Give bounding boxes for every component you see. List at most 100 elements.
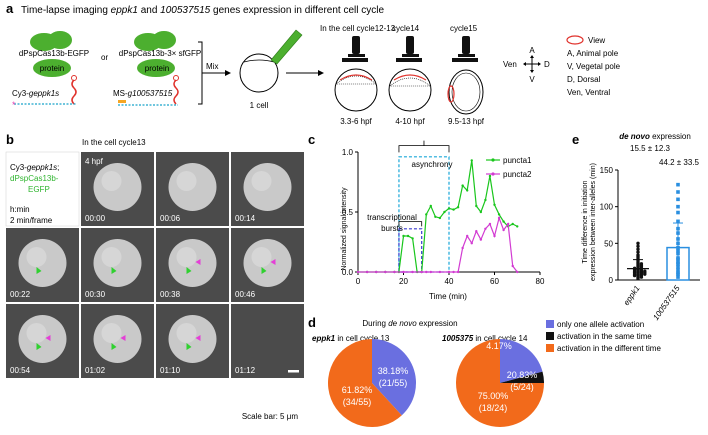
dot-eppk1 — [636, 244, 640, 248]
frame-timestamp: 00:54 — [10, 366, 31, 375]
panel-c-letter: c — [308, 132, 315, 147]
point-puncta2 — [516, 270, 519, 274]
probe1-label: Cy3-geppk1s — [12, 89, 59, 98]
dot-eppk1 — [632, 266, 637, 270]
unit-label: h:min — [10, 205, 30, 214]
micrograph-frame: 00:06 — [156, 152, 229, 226]
micrograph-frame: 01:10 — [156, 304, 229, 378]
legend-swatch-diff — [546, 344, 554, 352]
micrograph-frame: 01:02 — [81, 304, 154, 378]
probe1-star-icon: * — [12, 100, 16, 110]
point-puncta2 — [470, 242, 473, 245]
legend-a: A, Animal pole — [567, 49, 619, 58]
pie-data-label: 4.17% — [486, 341, 512, 351]
pie-data-label: 75.00% — [478, 391, 509, 401]
scale-bar-label: Scale bar: 5 μm — [242, 412, 299, 421]
point-puncta1 — [479, 210, 483, 214]
bursts-bracket — [398, 221, 423, 227]
legend-label-puncta2: puncta2 — [503, 170, 532, 179]
point-puncta2 — [438, 270, 442, 274]
micrograph-frame: 00:22 — [6, 228, 79, 302]
e-ytick-label: 50 — [604, 239, 613, 248]
e-ytick-label: 0 — [609, 276, 614, 285]
point-puncta2 — [506, 222, 510, 226]
one-cell-label: 1 cell — [250, 101, 269, 110]
green-arrowhead-icon — [186, 267, 192, 274]
pie-slice — [372, 339, 417, 416]
dot-100537515 — [676, 265, 680, 269]
protein2-label: dPspCas13b-3× sfGFP — [119, 49, 201, 58]
c-xtick-label: 40 — [445, 277, 454, 286]
compass-ven: Ven — [503, 60, 517, 69]
dot-100537515 — [676, 248, 680, 253]
dot-100537515 — [676, 190, 680, 194]
green-arrowhead-icon — [261, 267, 267, 274]
magenta-arrowhead-icon — [120, 335, 126, 341]
dot-100537515 — [676, 219, 680, 224]
pie-charts: 38.18%(21/55)61.82%(34/55)20.83%(5/24)4.… — [328, 339, 544, 427]
green-arrowhead-icon — [111, 343, 117, 350]
point-puncta2 — [429, 270, 432, 274]
panel-e: e de novo expression 15.5 ± 12.3 44.2 ± … — [572, 132, 700, 322]
dot-100537515 — [676, 204, 680, 209]
point-puncta1 — [488, 174, 492, 178]
dot-100537515 — [676, 245, 680, 250]
asynchrony-bracket — [398, 140, 450, 153]
embryo-stage3-icon — [447, 69, 484, 115]
point-puncta1 — [411, 237, 414, 240]
point-puncta1 — [456, 206, 460, 209]
point-puncta2 — [497, 216, 501, 220]
probe2-icon — [118, 75, 179, 106]
series-line-puncta1 — [358, 160, 518, 273]
pie-slice — [500, 339, 543, 383]
pie-slice — [500, 371, 544, 383]
compass-v: V — [529, 75, 535, 84]
d-title: During de novo expression — [362, 319, 457, 328]
panel-e-letter: e — [572, 132, 579, 147]
frame-timestamp: 00:14 — [235, 214, 256, 223]
time2-label: 4-10 hpf — [395, 117, 425, 126]
point-puncta2 — [425, 270, 428, 274]
probe2-label: MS-g100537515 — [113, 89, 173, 98]
dot-100537515 — [676, 226, 680, 231]
point-puncta2 — [461, 246, 464, 250]
panel-a: a Time-lapse imaging eppk1 and 100537515… — [6, 1, 621, 126]
e-ytick-label: 150 — [600, 166, 614, 175]
time3-label: 9.5-13 hpf — [448, 117, 485, 126]
frame-timestamp: 00:38 — [160, 290, 181, 299]
annot-bursts-2: bursts — [381, 224, 403, 233]
frame-timestamp: 00:00 — [85, 214, 106, 223]
c-xtick-label: 80 — [536, 277, 545, 286]
pie2-title: 1005375 in cell cycle 14 — [442, 334, 528, 343]
protein1-word: protein — [40, 64, 64, 73]
point-puncta2 — [456, 270, 460, 274]
e-stat2: 44.2 ± 33.5 — [659, 158, 700, 167]
point-puncta2 — [393, 270, 396, 274]
micrograph-frame: 00:54 — [6, 304, 79, 378]
embryo-stage2-icon — [388, 68, 432, 112]
annot-asynchrony: asynchrony — [412, 160, 453, 169]
point-puncta2 — [375, 270, 378, 274]
legend-swatch-same — [546, 332, 554, 340]
frame-timestamp: 01:10 — [160, 366, 181, 375]
frame-timestamp: 00:30 — [85, 290, 106, 299]
point-puncta2 — [511, 264, 514, 268]
micrograph-frame: 00:14 — [231, 152, 304, 226]
panel-b-letter: b — [6, 132, 14, 147]
cycle14-label: cycle14 — [392, 24, 420, 33]
dot-eppk1 — [636, 247, 640, 251]
point-puncta1 — [470, 159, 473, 162]
dot-100537515 — [676, 210, 680, 215]
legend-marker-puncta2 — [491, 172, 495, 176]
c-xlabel: Time (min) — [429, 292, 467, 301]
bursts-box — [398, 228, 423, 273]
dot-100537515 — [676, 260, 680, 265]
stage-arrowhead-icon — [318, 70, 324, 76]
legend-marker-puncta1 — [491, 158, 495, 162]
point-puncta1 — [461, 184, 464, 187]
point-puncta1 — [402, 234, 405, 238]
c-xtick-label: 60 — [490, 277, 499, 286]
